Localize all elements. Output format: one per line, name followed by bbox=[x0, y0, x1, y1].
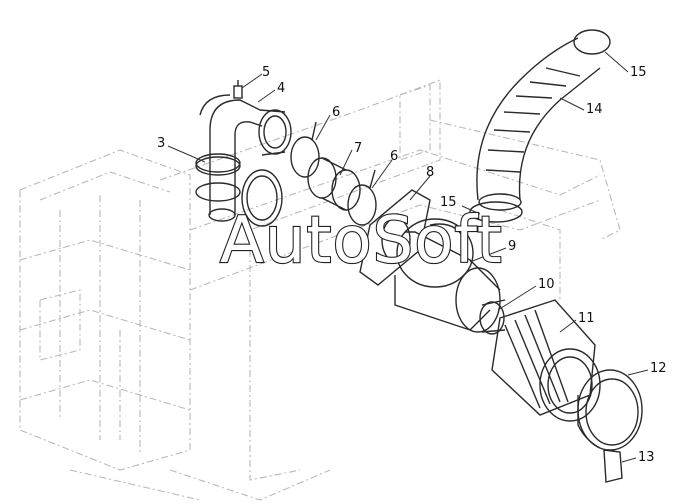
end-cap bbox=[577, 369, 643, 451]
callout-15a: 15 bbox=[630, 65, 647, 80]
rubber-sleeve bbox=[307, 157, 361, 211]
callout-6b: 6 bbox=[390, 149, 398, 164]
gasket-plate bbox=[359, 189, 431, 286]
hose-clamp-15a bbox=[573, 29, 611, 55]
clamp-6a bbox=[290, 121, 320, 178]
hose-clamp-15b bbox=[469, 201, 523, 223]
callout-11: 11 bbox=[578, 311, 595, 326]
elbow-pipe bbox=[199, 94, 292, 222]
callout-8: 8 bbox=[426, 165, 434, 180]
callout-5: 5 bbox=[262, 65, 270, 80]
leader-lines bbox=[167, 51, 649, 463]
callout-13: 13 bbox=[638, 450, 655, 465]
chassis-frame bbox=[19, 79, 621, 501]
callout-12: 12 bbox=[650, 361, 667, 376]
callout-labels: 3 4 5 6 6 7 8 9 10 11 12 13 14 15 15 bbox=[157, 65, 667, 465]
dust-valve bbox=[603, 449, 623, 483]
callout-7: 7 bbox=[354, 141, 362, 156]
clamp-3 bbox=[195, 153, 241, 202]
callout-3: 3 bbox=[157, 136, 165, 151]
watermark: AutoSoft bbox=[220, 204, 503, 278]
callout-4: 4 bbox=[277, 81, 285, 96]
callout-15b: 15 bbox=[440, 195, 457, 210]
callout-14: 14 bbox=[586, 102, 603, 117]
outlet-tube bbox=[479, 299, 506, 335]
clamp-6b bbox=[347, 169, 377, 226]
callout-6a: 6 bbox=[332, 105, 340, 120]
callout-10: 10 bbox=[538, 277, 555, 292]
callout-9: 9 bbox=[508, 239, 516, 254]
hose-ring bbox=[241, 169, 283, 227]
corrugated-hose bbox=[476, 37, 601, 211]
sensor-fitting bbox=[233, 80, 243, 99]
